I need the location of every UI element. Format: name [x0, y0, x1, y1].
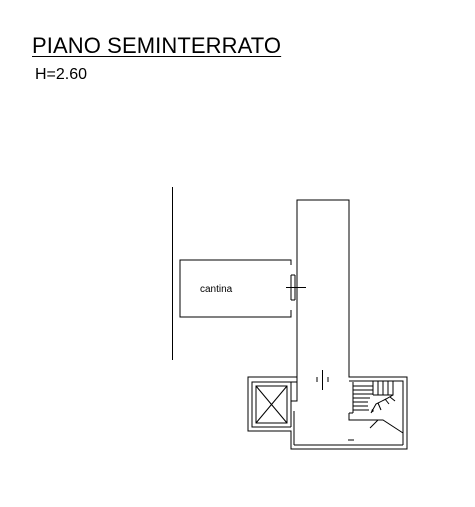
corridor — [296, 199, 350, 372]
lower-block — [247, 370, 408, 450]
drawing-title: PIANO SEMINTERRATO — [32, 33, 282, 58]
staircase — [348, 381, 404, 434]
stair-arrow-icon — [371, 409, 374, 413]
ceiling-height-label: H=2.60 — [35, 66, 88, 83]
room-label-cantina: cantina — [200, 284, 233, 295]
ventilation-shaft — [255, 385, 288, 424]
cantina-room — [179, 259, 306, 318]
